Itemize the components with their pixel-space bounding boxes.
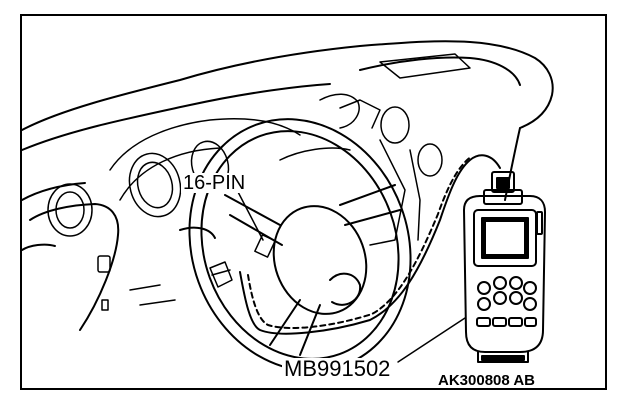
connector-label: 16-PIN [181,172,248,194]
tool-label: MB991502 [282,356,393,381]
connector-leader-line [236,189,264,241]
connector-16-pin [209,234,276,288]
instrument-cluster [47,93,443,311]
tool-leader-line [397,317,466,363]
dashboard-outline [21,40,554,331]
handheld-tester [463,171,546,363]
figure-code-label: AK300808 AB [436,372,537,389]
tester-cable [239,154,501,335]
